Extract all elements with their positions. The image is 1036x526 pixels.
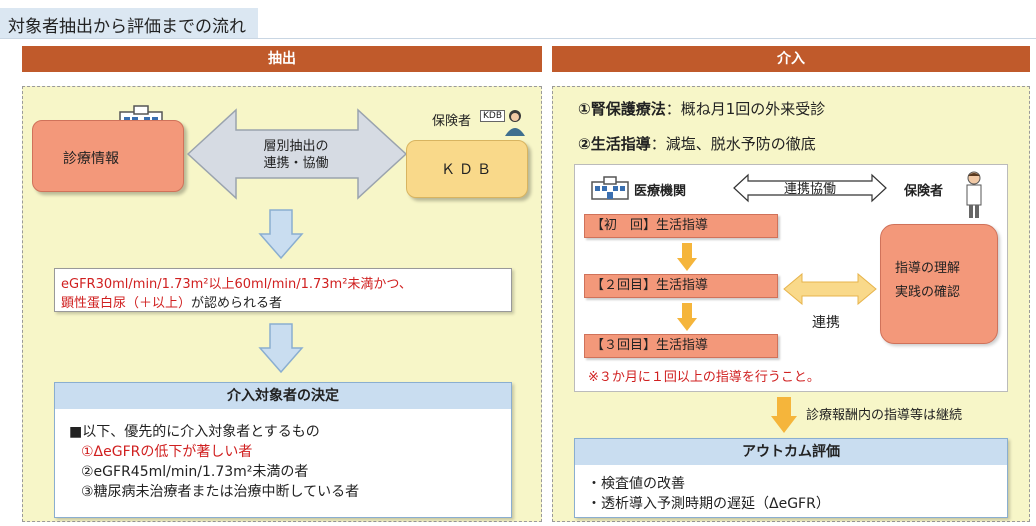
coordination-label-line1: 層別抽出の <box>263 139 329 154</box>
down-arrow-icon <box>258 323 304 374</box>
intervention-item-1: ①腎保護療法：概ね月1回の外来受診 <box>578 98 825 119</box>
down-arrow-icon <box>258 209 304 260</box>
criteria-line1: eGFR30ml/min/1.73m²以上60ml/min/1.73m²未満かつ… <box>61 277 412 292</box>
medical-institution-label: 医療機関 <box>634 184 687 199</box>
extraction-header: 抽出 <box>22 46 542 72</box>
decision-intro: ■以下、優先的に介入対象者とするもの <box>69 424 320 440</box>
understanding-line1: 指導の理解 <box>895 261 961 276</box>
title-underline <box>0 38 1036 39</box>
decision-item-3: ③糖尿病未治療者または治療中断している者 <box>81 484 360 500</box>
person-icon <box>505 110 525 136</box>
kidney-protection-desc: ：概ね月1回の外来受診 <box>665 100 826 118</box>
link-double-arrow <box>783 272 877 306</box>
coordination-label-line2: 連携・協働 <box>263 156 329 171</box>
guidance-step-3: 【３回目】生活指導 <box>584 334 778 358</box>
lifestyle-guidance-desc: ：減塩、脱水予防の徹底 <box>650 135 816 153</box>
outcome-item-2: ・透析導入予測時期の遅延（ΔeGFR） <box>587 496 830 512</box>
outcome-box: アウトカム評価 ・検査値の改善 ・透析導入予測時期の遅延（ΔeGFR） <box>574 438 1008 518</box>
continue-note: 診療報酬内の指導等は継続 <box>806 408 963 423</box>
down-arrow-icon <box>677 303 697 331</box>
cooperation-label: 連携協働 <box>783 182 836 197</box>
criteria-line2: 顕性蛋白尿（＋以上）が認められる者 <box>61 292 282 311</box>
cooperation-double-arrow <box>733 173 887 203</box>
kdb-label: ＫＤＢ <box>441 162 495 178</box>
outcome-title: アウトカム評価 <box>575 439 1007 465</box>
criteria-recognized: が認められる者 <box>191 296 283 311</box>
criteria-proteinuria: 顕性蛋白尿（＋以上） <box>61 296 192 311</box>
lifestyle-guidance-label: ②生活指導 <box>578 135 651 153</box>
guidance-step-2: 【２回目】生活指導 <box>584 274 778 298</box>
link-label: 連携 <box>812 315 840 331</box>
kidney-protection-label: ①腎保護療法 <box>578 100 666 118</box>
decision-box: 介入対象者の決定 ■以下、優先的に介入対象者とするもの ①ΔeGFRの低下が著し… <box>54 382 512 518</box>
guidance-note: ※３か月に１回以上の指導を行うこと。 <box>588 370 820 385</box>
criteria-box: eGFR30ml/min/1.73m²以上60ml/min/1.73m²未満かつ… <box>54 268 512 312</box>
outcome-item-1: ・検査値の改善 <box>587 476 685 492</box>
intervention-header: 介入 <box>552 46 1030 72</box>
understanding-line2: 実践の確認 <box>895 285 961 300</box>
clinical-info-label: 診療情報 <box>63 151 119 167</box>
down-arrow-icon <box>771 397 797 433</box>
decision-item-2: ②eGFR45ml/min/1.73m²未満の者 <box>81 464 309 480</box>
clinical-info-box: 診療情報 <box>32 120 184 192</box>
insurer-right-label: 保険者 <box>904 184 944 199</box>
page-title: 対象者抽出から評価までの流れ <box>0 8 258 38</box>
kdb-box: ＫＤＢ <box>406 140 528 198</box>
staff-person-icon <box>966 171 982 218</box>
insurer-label: 保険者 <box>432 114 472 129</box>
kdb-tag: KDB <box>480 110 506 122</box>
guidance-step-1: 【初 回】生活指導 <box>584 214 778 238</box>
decision-item-1: ①ΔeGFRの低下が著しい者 <box>81 444 253 460</box>
understanding-box: 指導の理解 実践の確認 <box>880 224 998 344</box>
down-arrow-icon <box>677 243 697 271</box>
coordination-label: 層別抽出の 連携・協働 <box>236 138 356 172</box>
intervention-item-2: ②生活指導：減塩、脱水予防の徹底 <box>578 133 816 154</box>
decision-title: 介入対象者の決定 <box>55 383 511 409</box>
hospital-icon <box>591 176 629 200</box>
